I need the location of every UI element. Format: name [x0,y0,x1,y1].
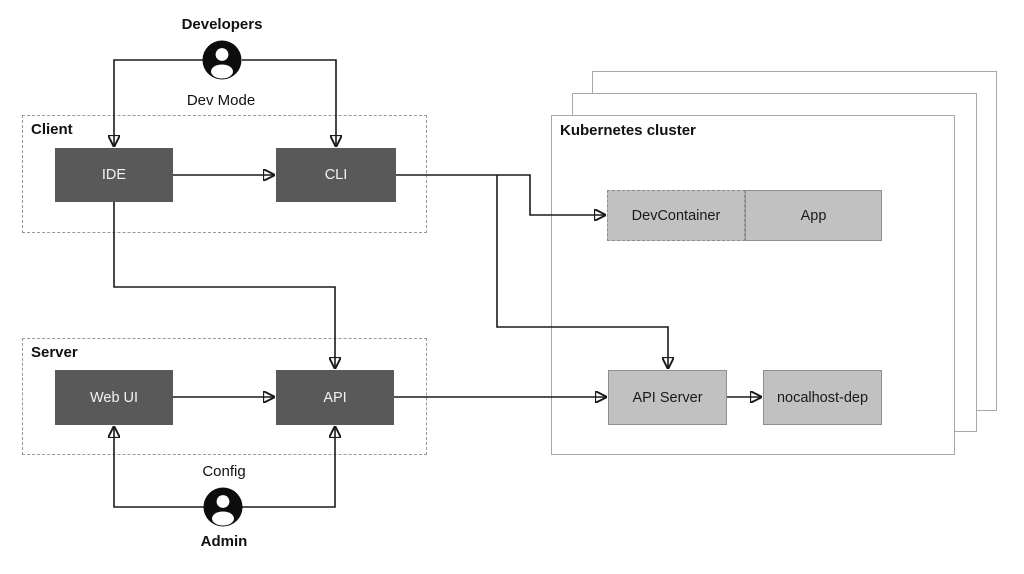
kubernetes-cluster-label: Kubernetes cluster [560,122,696,139]
client-group-label: Client [31,121,73,138]
server-group-label: Server [31,344,78,361]
node-web-ui: Web UI [55,370,173,425]
dev-mode-label: Dev Mode [186,92,256,109]
node-nocalhost-dep: nocalhost-dep [763,370,882,425]
admin-person-icon [203,487,243,527]
developers-label: Developers [181,16,263,33]
node-api: API [276,370,394,425]
developers-person-icon [202,40,242,80]
node-app: App [745,190,882,241]
node-api-server: API Server [608,370,727,425]
node-cli: CLI [276,148,396,202]
config-label: Config [202,463,246,480]
node-devcontainer: DevContainer [607,190,745,241]
node-ide: IDE [55,148,173,202]
admin-label: Admin [200,533,248,550]
